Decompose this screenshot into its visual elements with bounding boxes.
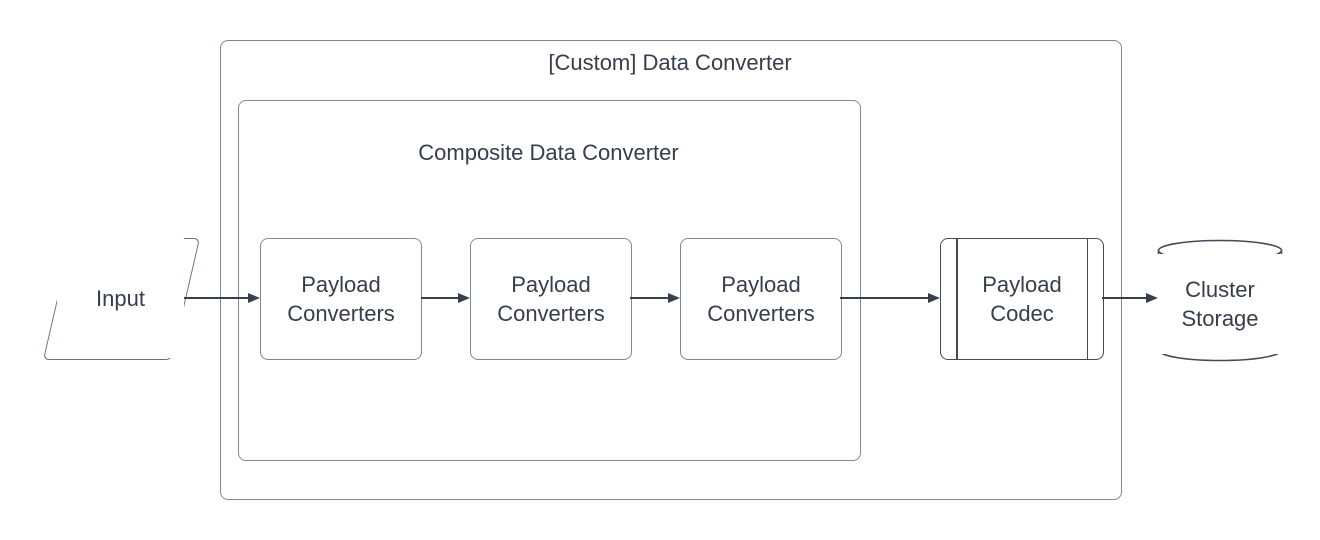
node-payload-codec: Payload Codec [940,238,1104,360]
node-cluster-storage-label: Cluster Storage [1181,277,1259,331]
group-title-custom-data-converter: [Custom] Data Converter [548,50,792,75]
arrow-line [630,297,671,299]
arrowhead-icon [928,293,940,303]
node-payload-converters-3: Payload Converters [680,238,842,360]
arrowhead-icon [1146,293,1158,303]
node-payload-converters-1-label: Payload Converters [287,272,395,326]
group-title-composite-data-converter: Composite Data Converter [418,140,679,165]
node-input-label: Input [96,285,145,311]
node-payload-codec-label: Payload Codec [982,272,1062,326]
arrow-converter3-to-codec [840,291,940,305]
node-input: Input [57,238,184,358]
arrowhead-icon [668,293,680,303]
arrow-converter1-to-converter2 [421,291,470,305]
node-payload-converters-1: Payload Converters [260,238,422,360]
node-payload-converters-2-label: Payload Converters [497,272,605,326]
arrow-input-to-converter1 [184,291,260,305]
arrow-line [184,297,251,299]
arrowhead-icon [458,293,470,303]
arrow-line [1102,297,1149,299]
arrow-codec-to-storage [1102,291,1158,305]
subroutine-left-line [956,239,958,359]
arrowhead-icon [248,293,260,303]
node-payload-converters-2: Payload Converters [470,238,632,360]
node-cluster-storage: Cluster Storage [1157,254,1283,354]
arrow-line [840,297,931,299]
arrow-line [421,297,461,299]
subroutine-right-line [1086,239,1088,359]
node-payload-converters-3-label: Payload Converters [707,272,815,326]
arrow-converter2-to-converter3 [630,291,680,305]
